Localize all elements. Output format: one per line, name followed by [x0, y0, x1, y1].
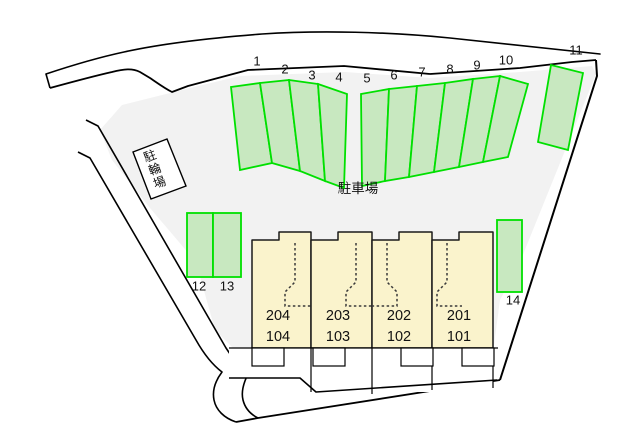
parking-stall-11-label: 11: [569, 42, 583, 57]
parking-stall-7-label: 7: [418, 64, 425, 79]
parking-group-left: [230, 78, 348, 190]
bicycle-parking-area[interactable]: [132, 138, 187, 200]
parking-stall-14-label: 14: [506, 292, 520, 307]
bicycle-parking-label-group: 駐 輪 場: [141, 147, 168, 192]
unit-201-upper-label: 201: [447, 308, 471, 324]
parking-group-lower-left: [186, 212, 242, 278]
parking-stall-5-label: 5: [363, 70, 370, 85]
unit-103-lower-label: 103: [326, 329, 350, 345]
unit-204-upper-label: 204: [266, 308, 290, 324]
property-boundary-top-right: [429, 59, 597, 75]
residential-building: [229, 231, 498, 394]
parking-lot-title: 駐車場: [338, 181, 379, 197]
parking-stall-4-label: 4: [335, 69, 342, 84]
parking-stall-6-label: 6: [390, 67, 397, 82]
parking-stall-10[interactable]: [481, 74, 530, 164]
stair-dotted-lines: [284, 243, 462, 307]
parking-stall-9-label: 9: [473, 57, 480, 72]
parking-stall-14[interactable]: [496, 219, 523, 293]
property-boundary-right-edge: [499, 59, 598, 381]
parking-group-right: [360, 74, 530, 188]
road-left-stub: [45, 73, 51, 89]
bicycle-parking-char-2: 輪: [146, 160, 163, 179]
parking-stall-1-label: 1: [253, 53, 260, 68]
bicycle-parking-char-3: 場: [151, 173, 168, 191]
access-road-left-outer: [77, 151, 237, 423]
parking-stall-12[interactable]: [186, 212, 214, 278]
apron-bottom-contour: [229, 377, 498, 393]
road-outer-upper-edge: [45, 31, 601, 75]
parking-stall-10-label: 10: [499, 52, 513, 67]
unit-203-upper-label: 203: [326, 308, 350, 324]
parking-stall-13[interactable]: [212, 212, 242, 278]
property-boundary-bottom: [235, 379, 501, 423]
unit-104-lower-label: 104: [266, 329, 290, 345]
parking-stall-11[interactable]: [536, 63, 585, 152]
bicycle-parking-char-1: 駐: [141, 147, 158, 166]
unit-102-lower-label: 102: [387, 329, 411, 345]
parking-stall-4[interactable]: [317, 82, 348, 190]
parking-stall-3-label: 3: [308, 67, 315, 82]
parking-stall-2-label: 2: [281, 61, 288, 76]
property-boundary-top-left: [49, 65, 431, 93]
unit-202-upper-label: 202: [387, 308, 411, 324]
entrance-boxes: [251, 347, 495, 367]
parking-stall-12-label: 12: [192, 278, 206, 293]
unit-101-lower-label: 101: [447, 329, 471, 345]
parking-stall-13-label: 13: [220, 278, 234, 293]
parking-stall-8-label: 8: [446, 61, 453, 76]
